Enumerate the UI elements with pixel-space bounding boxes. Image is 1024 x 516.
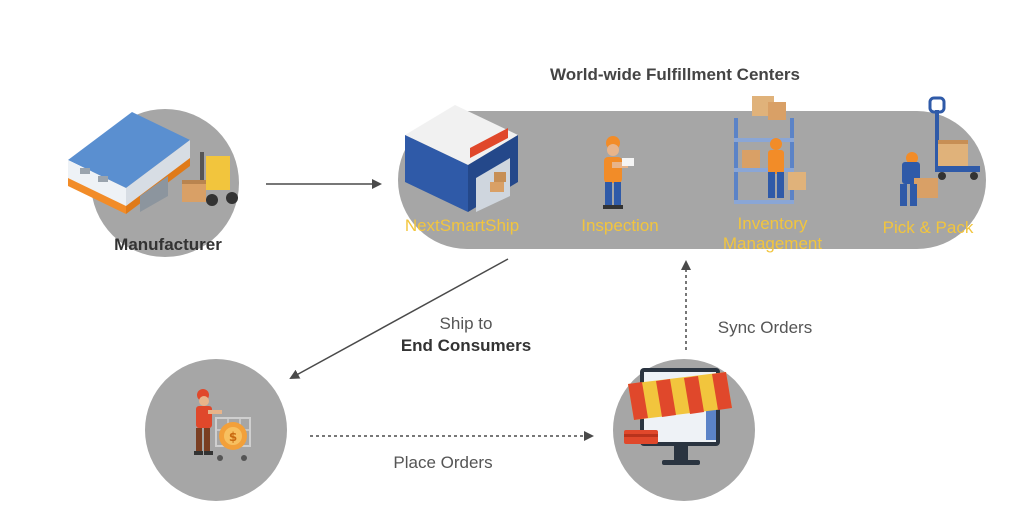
diagram-title: World-wide Fulfillment Centers bbox=[550, 65, 800, 84]
inspector-worker-icon bbox=[603, 136, 634, 209]
arrow-ship-to-consumers bbox=[289, 258, 509, 379]
manufacturer-label: Manufacturer bbox=[114, 235, 222, 254]
inventory-shelf-icon bbox=[734, 96, 806, 204]
place-orders-label: Place Orders bbox=[393, 453, 493, 472]
ship-to-label: Ship to bbox=[439, 314, 493, 333]
online-store-monitor-icon bbox=[624, 368, 732, 465]
sync-orders-label: Sync Orders bbox=[717, 318, 813, 337]
fulfillment-band bbox=[398, 111, 986, 249]
pallet-jack-worker-icon bbox=[900, 96, 980, 206]
step-inspection-label: Inspection bbox=[581, 216, 659, 235]
warehouse-forklift-icon bbox=[68, 112, 238, 214]
shopper-cart-icon: $ bbox=[194, 389, 251, 461]
svg-text:$: $ bbox=[229, 430, 237, 444]
warehouse-building-icon bbox=[405, 105, 518, 212]
step-inventory-label: Inventory Management bbox=[722, 214, 823, 253]
end-consumers-label: End Consumers bbox=[400, 336, 532, 355]
step-nextsmartship-label: NextSmartShip bbox=[404, 216, 520, 235]
step-pick-pack-label: Pick & Pack bbox=[882, 218, 974, 237]
